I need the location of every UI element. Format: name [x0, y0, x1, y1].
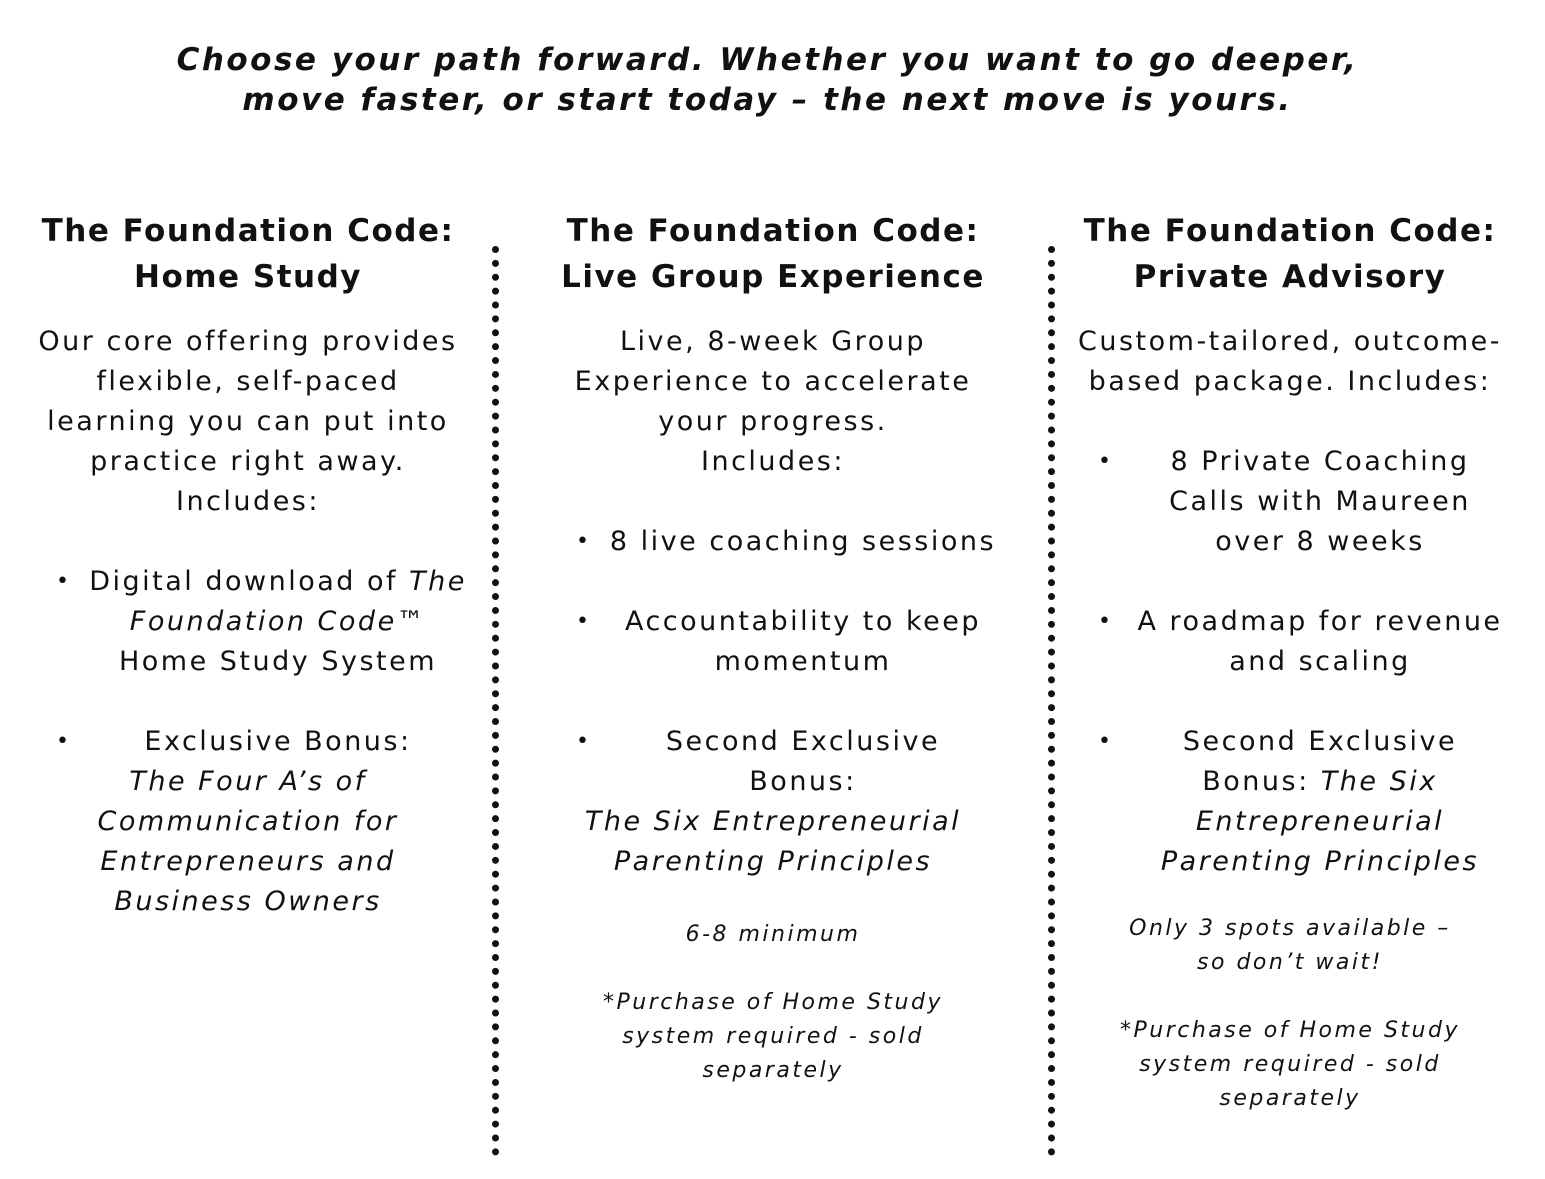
offer-description-text: Custom-tailored, outcome-based package. …	[1078, 326, 1502, 397]
offer-includes-list: • Digital download of The Foundation Cod…	[28, 562, 468, 922]
headline: Choose your path forward. Whether you wa…	[0, 40, 1535, 120]
note-line: system required - sold	[1139, 1052, 1441, 1077]
offer-title-line-2: Home Study	[134, 259, 362, 295]
offer-title-home-study: The Foundation Code: Home Study	[28, 208, 468, 300]
offer-includes-list: • 8 live coaching sessions • Accountabil…	[548, 522, 998, 882]
spots-available-note: Only 3 spots available – so don’t wait!	[1070, 912, 1510, 980]
bullet-icon: •	[56, 729, 72, 754]
offer-title-line-1: The Foundation Code:	[1083, 213, 1497, 249]
list-item: • Exclusive Bonus: The Four A’s of Commu…	[28, 722, 468, 922]
offer-column-home-study: The Foundation Code: Home Study Our core…	[28, 208, 468, 962]
bullet-text: Exclusive Bonus:	[144, 726, 412, 757]
purchase-requirement-note: *Purchase of Home Study system required …	[1070, 1014, 1510, 1116]
bullet-text: 8 live coaching sessions	[609, 526, 997, 557]
offer-title-line-1: The Foundation Code:	[41, 213, 455, 249]
bullet-text: Second Exclusive Bonus:	[665, 726, 941, 797]
note-line: Only 3 spots available –	[1129, 916, 1451, 941]
list-item: • 8 Private Coaching Calls with Maureen …	[1070, 442, 1510, 562]
note-line: separately	[702, 1058, 844, 1083]
bullet-text: Digital download of	[89, 566, 398, 597]
offer-column-private-advisory: The Foundation Code: Private Advisory Cu…	[1070, 208, 1510, 1150]
bullet-italic-text: The Six Entrepreneurial Parenting Princi…	[584, 806, 962, 877]
dotted-divider-right	[1048, 246, 1055, 1156]
purchase-requirement-note: *Purchase of Home Study system required …	[548, 986, 998, 1088]
bullet-text: 8 Private Coaching Calls with Maureen ov…	[1169, 446, 1471, 557]
bullet-icon: •	[1098, 609, 1114, 634]
offer-column-live-group: The Foundation Code: Live Group Experien…	[548, 208, 998, 1122]
bullet-text: Accountability to keep momentum	[624, 606, 982, 677]
list-item: • Accountability to keep momentum	[548, 602, 998, 682]
bullet-icon: •	[576, 609, 592, 634]
offer-includes-list: • 8 Private Coaching Calls with Maureen …	[1070, 442, 1510, 882]
bullet-icon: •	[1098, 729, 1114, 754]
note-line: system required - sold	[622, 1024, 924, 1049]
note-line: *Purchase of Home Study	[1120, 1018, 1460, 1043]
bullet-text-suffix: Home Study System	[118, 646, 438, 677]
note-line: separately	[1219, 1086, 1361, 1111]
offer-description: Custom-tailored, outcome-based package. …	[1070, 322, 1510, 402]
includes-label: Includes:	[701, 446, 845, 477]
bullet-text: A roadmap for revenue and scaling	[1137, 606, 1503, 677]
offer-title-line-1: The Foundation Code:	[566, 213, 980, 249]
list-item: • Digital download of The Foundation Cod…	[28, 562, 468, 682]
offer-description: Live, 8-week Group Experience to acceler…	[548, 322, 998, 482]
dotted-divider-left	[492, 246, 499, 1156]
bullet-italic-text: The Foundation Code™	[129, 566, 467, 637]
includes-label: Includes:	[176, 486, 320, 517]
bullet-icon: •	[56, 569, 72, 594]
offer-title-line-2: Live Group Experience	[561, 259, 985, 295]
offer-title-live-group: The Foundation Code: Live Group Experien…	[548, 208, 998, 300]
list-item: • Second Exclusive Bonus: The Six Entrep…	[1070, 722, 1510, 882]
minimum-note: 6-8 minimum	[685, 922, 861, 947]
list-item: • Second Exclusive Bonus: The Six Entrep…	[548, 722, 998, 882]
bullet-text: Second Exclusive Bonus:	[1182, 726, 1458, 797]
bullet-italic-text: The Four A’s of Communication for Entrep…	[97, 766, 399, 917]
offer-description-text: Live, 8-week Group Experience to acceler…	[574, 326, 972, 437]
bullet-icon: •	[576, 529, 592, 554]
note-line: *Purchase of Home Study	[603, 990, 943, 1015]
offer-description-text: Our core offering provides flexible, sel…	[38, 326, 458, 477]
headline-line-1: Choose your path forward. Whether you wa…	[176, 42, 1359, 78]
offer-description: Our core offering provides flexible, sel…	[28, 322, 468, 522]
note-line: so don’t wait!	[1197, 950, 1383, 975]
offer-title-line-2: Private Advisory	[1133, 259, 1447, 295]
headline-line-2: move faster, or start today – the next m…	[242, 82, 1293, 118]
offer-title-private-advisory: The Foundation Code: Private Advisory	[1070, 208, 1510, 300]
bullet-italic-text: The Six Entrepreneurial Parenting Princi…	[1160, 766, 1480, 877]
bullet-icon: •	[1098, 449, 1114, 474]
list-item: • A roadmap for revenue and scaling	[1070, 602, 1510, 682]
bullet-icon: •	[576, 729, 592, 754]
list-item: • 8 live coaching sessions	[548, 522, 998, 562]
